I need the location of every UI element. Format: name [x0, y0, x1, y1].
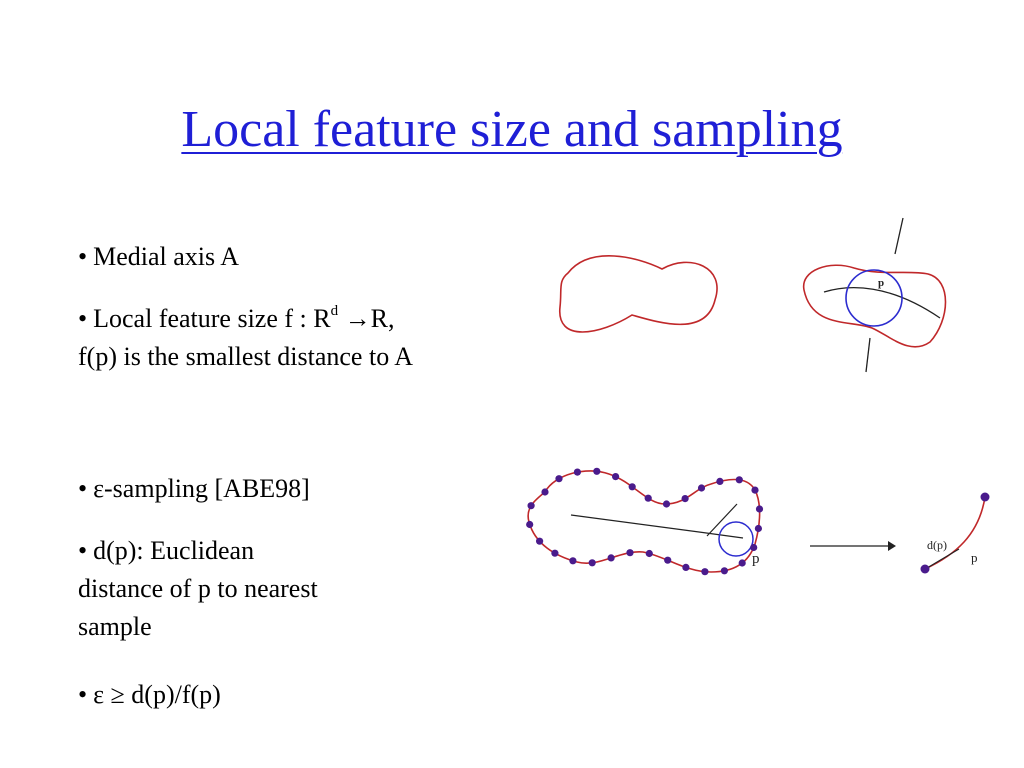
point-label-p: p — [752, 551, 760, 567]
bullet-text-line2: f(p) is the smallest distance to A — [78, 342, 414, 371]
sample-point — [701, 568, 709, 576]
bullet-medial-axis: •Medial axis A — [78, 238, 239, 276]
sample-point — [569, 557, 577, 565]
bullet-text: d(p): Euclidean — [93, 536, 255, 565]
bullet-marker: • — [78, 242, 88, 271]
sample-point — [735, 476, 743, 484]
bullet-text: ε ≥ d(p)/f(p) — [93, 680, 221, 709]
sample-point — [555, 475, 563, 483]
bullet-text: Medial axis A — [93, 242, 239, 271]
medial-axis-branch — [706, 503, 738, 537]
slide-title: Local feature size and sampling — [181, 101, 843, 158]
bullet-marker: • — [78, 304, 88, 333]
transition-arrow — [810, 541, 896, 551]
sample-point — [626, 549, 634, 557]
sample-point — [920, 564, 930, 574]
sample-point — [738, 559, 746, 567]
closed-curve — [559, 255, 718, 333]
bullet-text-suffix: R, — [370, 304, 395, 333]
sample-point — [754, 524, 762, 533]
medial-axis-curve — [570, 514, 744, 539]
sample-point — [536, 537, 544, 545]
bullet-distance-definition: •d(p): Euclidean distance of p to neares… — [78, 532, 318, 646]
medial-axis-bottom — [865, 337, 871, 373]
sample-point — [716, 477, 724, 485]
closed-curve — [803, 264, 947, 348]
sample-point — [551, 549, 559, 557]
arrow-symbol: → — [344, 304, 371, 333]
sample-point — [526, 520, 534, 529]
distance-line — [926, 548, 960, 569]
sample-point — [527, 502, 535, 510]
medial-ball-circle — [845, 269, 903, 327]
sample-point — [697, 484, 706, 492]
arrow-head — [888, 541, 896, 551]
sampled-curve-group — [526, 467, 764, 576]
sample-point — [751, 486, 759, 494]
sample-point — [662, 500, 671, 508]
bullet-marker: • — [78, 680, 88, 709]
sample-point — [980, 492, 990, 502]
sample-point — [720, 567, 728, 575]
zoomed-segment-figure: d(p) p — [920, 492, 990, 574]
sample-point — [750, 543, 758, 552]
medial-axis-top — [894, 217, 904, 255]
sample-point — [588, 559, 596, 567]
sample-point — [645, 549, 653, 558]
point-label-p: p — [878, 277, 884, 289]
closed-curve-figure — [559, 255, 718, 333]
sample-point — [664, 556, 672, 564]
bullet-text-line3: sample — [78, 612, 152, 641]
point-label-p: p — [971, 550, 978, 565]
medial-axis-figure: p — [803, 217, 947, 373]
bullet-marker: • — [78, 536, 88, 565]
sample-point — [612, 473, 620, 481]
sampled-closed-curve — [527, 470, 761, 573]
sample-point — [755, 505, 764, 513]
medial-axis-curve — [823, 286, 941, 319]
sample-point — [593, 467, 601, 475]
bullet-local-feature-size: •Local feature size f : Rd →R, f(p) is t… — [78, 300, 413, 376]
sample-point — [628, 483, 636, 491]
sampling-circle — [718, 521, 754, 557]
bullet-epsilon-sampling: •ε-sampling [ABE98] — [78, 470, 310, 508]
sampled-curve-figure: p — [526, 467, 764, 576]
sample-point — [607, 554, 615, 562]
bullet-epsilon-inequality: •ε ≥ d(p)/f(p) — [78, 676, 221, 714]
sample-point — [681, 495, 689, 503]
sample-point — [541, 488, 549, 496]
bullet-text: ε-sampling [ABE98] — [93, 474, 310, 503]
bullet-text: Local feature size f : R — [93, 304, 331, 333]
superscript-d: d — [330, 303, 339, 319]
distance-label: d(p) — [927, 538, 947, 552]
bullet-text-line2: distance of p to nearest — [78, 574, 318, 603]
sample-point — [573, 468, 581, 476]
sample-point — [644, 494, 652, 502]
sample-point — [682, 563, 690, 571]
bullet-marker: • — [78, 474, 88, 503]
